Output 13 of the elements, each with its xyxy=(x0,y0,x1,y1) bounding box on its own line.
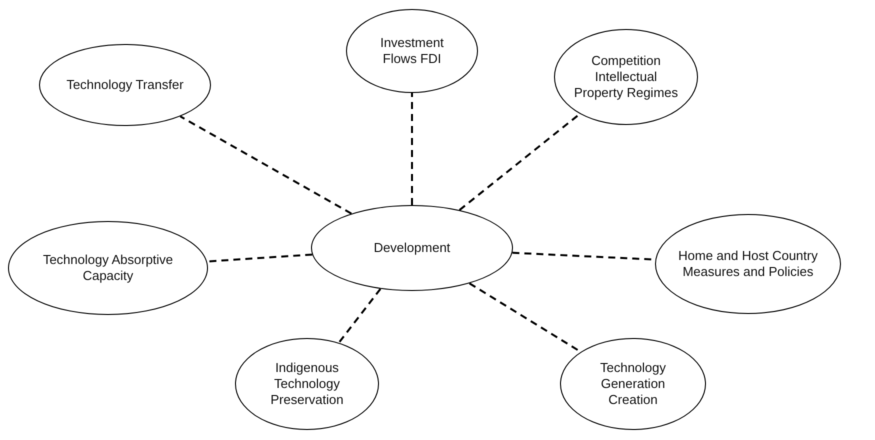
dashed-connector xyxy=(180,116,352,214)
node-label: Technology Absorptive Capacity xyxy=(42,252,174,284)
node-label: Competition Intellectual Property Regimes xyxy=(573,53,679,101)
node-label: Technology Generation Creation xyxy=(599,360,667,408)
node-label: Indigenous Technology Preservation xyxy=(270,360,344,408)
node-label: Technology Transfer xyxy=(66,77,184,93)
dashed-connector xyxy=(458,113,580,211)
node-label: Investment Flows FDI xyxy=(379,35,445,67)
node-label: Development xyxy=(374,240,450,256)
dashed-connector xyxy=(206,254,312,262)
dashed-connector xyxy=(411,93,413,205)
node-label: Home and Host Country Measures and Policies xyxy=(677,248,819,280)
dashed-connector xyxy=(338,288,382,344)
